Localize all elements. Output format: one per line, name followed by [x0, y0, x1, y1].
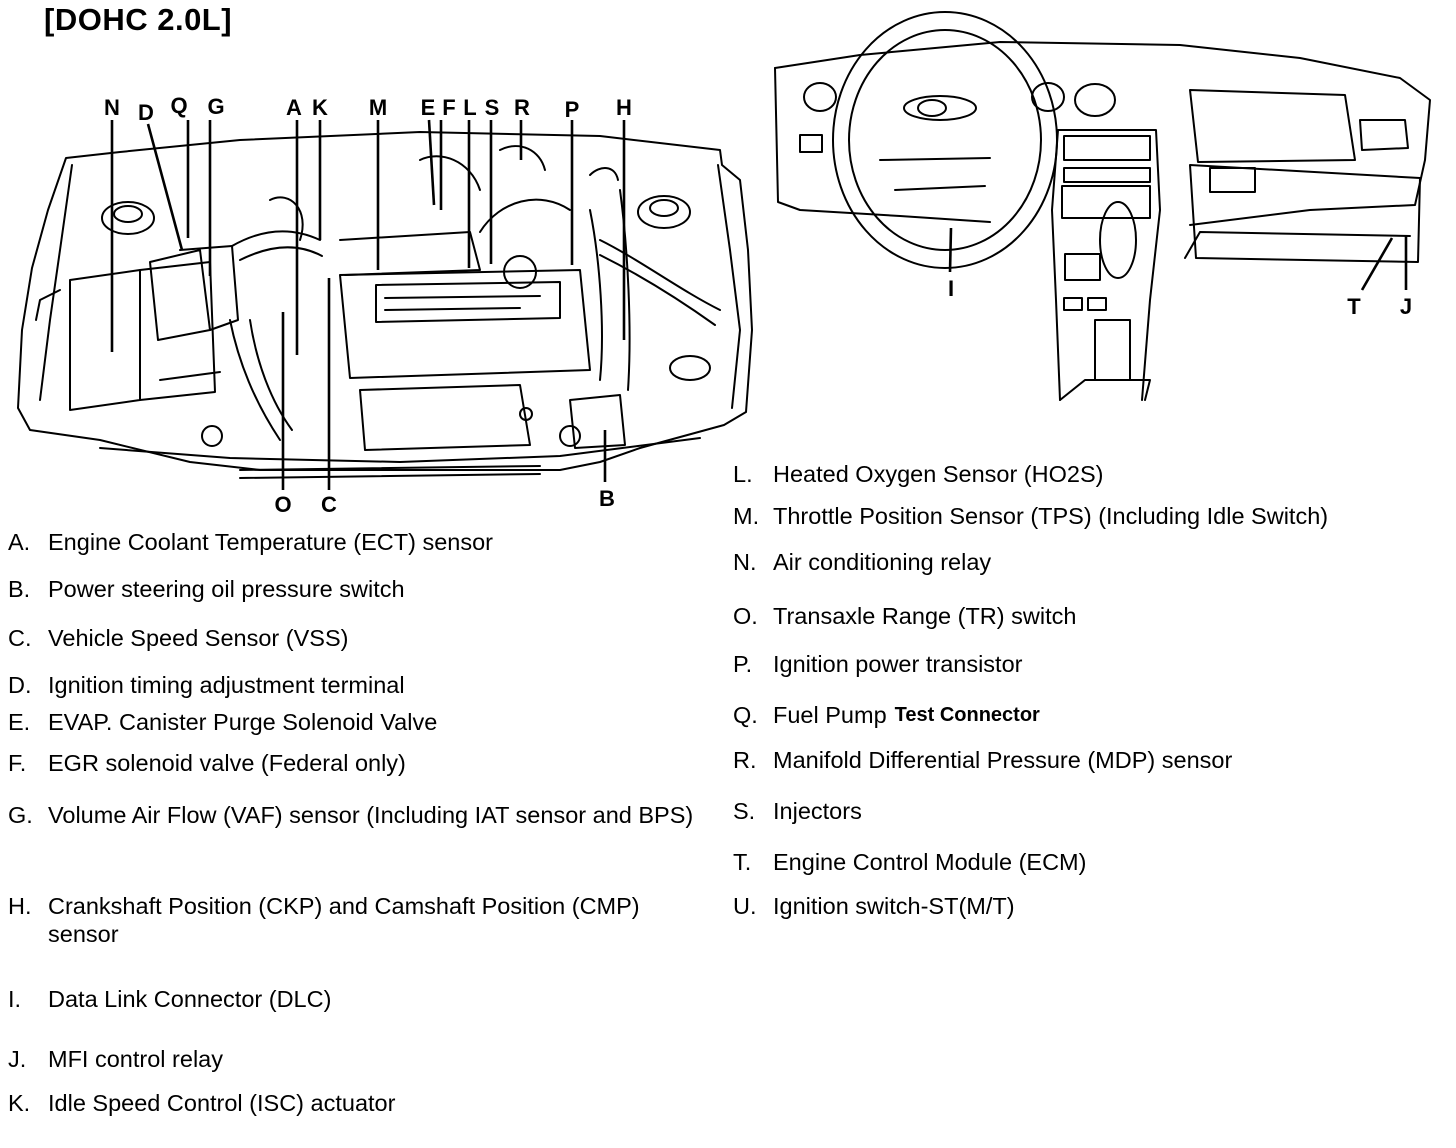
callout-t: T: [1347, 294, 1361, 319]
callout-g: G: [207, 94, 225, 119]
legend-key: K.: [8, 1090, 31, 1116]
legend-item-i: I. Data Link Connector (DLC): [8, 985, 331, 1013]
legend-item-e: E. EVAP. Canister Purge Solenoid Valve: [8, 708, 437, 736]
callout-l: L: [463, 95, 477, 120]
callout-e: E: [420, 95, 436, 120]
legend-text: Volume Air Flow (VAF) sensor (Including …: [48, 802, 694, 828]
legend-key: M.: [733, 503, 760, 529]
legend-item-s: S. Injectors: [733, 797, 862, 825]
legend-item-p: P. Ignition power transistor: [733, 650, 1022, 678]
legend-item-m: M. Throttle Position Sensor (TPS) (Inclu…: [733, 502, 1328, 530]
legend-key: E.: [8, 709, 31, 735]
callout-b: B: [599, 486, 615, 511]
callout-a: A: [286, 95, 302, 120]
legend-text: Fuel Pump: [773, 702, 887, 728]
callout-d: D: [138, 100, 154, 125]
legend-text: Engine Coolant Temperature (ECT) sensor: [48, 529, 493, 555]
dashboard-leader-lines: [948, 227, 1408, 291]
legend-key: I.: [8, 986, 22, 1012]
legend-text: Power steering oil pressure switch: [48, 576, 405, 602]
legend-key: N.: [733, 549, 757, 575]
engine-bay-drawing: [17, 131, 753, 479]
legend-item-d: D. Ignition timing adjustment terminal: [8, 671, 405, 699]
legend-item-l: L. Heated Oxygen Sensor (HO2S): [733, 460, 1103, 488]
legend-text: Throttle Position Sensor (TPS) (Includin…: [773, 503, 1329, 529]
callout-n: N: [104, 95, 120, 120]
callout-k: K: [312, 95, 328, 120]
legend-item-k: K. Idle Speed Control (ISC) actuator: [8, 1089, 395, 1117]
legend-item-j: J. MFI control relay: [8, 1045, 223, 1073]
legend-key: L.: [733, 461, 753, 487]
legend-key: G.: [8, 802, 33, 828]
legend-key: P.: [733, 651, 753, 677]
callout-m: M: [368, 95, 388, 120]
legend-item-b: B. Power steering oil pressure switch: [8, 575, 405, 603]
legend-key: H.: [8, 893, 32, 919]
callout-c: C: [321, 492, 337, 517]
legend-key: O.: [733, 603, 758, 629]
legend-text: Engine Control Module (ECM): [773, 849, 1087, 875]
legend-key: R.: [733, 747, 757, 773]
legend-item-g: G. Volume Air Flow (VAF) sensor (Includi…: [8, 801, 698, 829]
legend-text: Ignition switch-ST(M/T): [773, 893, 1015, 919]
legend-item-o: O. Transaxle Range (TR) switch: [733, 602, 1076, 630]
callout-q: Q: [170, 93, 188, 118]
legend-text: Crankshaft Position (CKP) and Camshaft P…: [48, 893, 640, 948]
legend-text: Data Link Connector (DLC): [48, 986, 332, 1012]
legend-item-c: C. Vehicle Speed Sensor (VSS): [8, 624, 348, 652]
legend-text: EGR solenoid valve (Federal only): [48, 750, 406, 776]
callout-h: H: [616, 95, 632, 120]
legend-item-h: H. Crankshaft Position (CKP) and Camshaf…: [8, 892, 668, 948]
legend-key: J.: [8, 1046, 27, 1072]
legend-text: Injectors: [773, 798, 862, 824]
legend-key: U.: [733, 893, 757, 919]
legend-key: F.: [8, 750, 27, 776]
callout-p: P: [564, 97, 580, 122]
engine-leader-lines: [110, 119, 626, 490]
legend-text-bold: Test Connector: [894, 704, 1040, 726]
legend-text: MFI control relay: [48, 1046, 223, 1072]
legend-item-u: U. Ignition switch-ST(M/T): [733, 892, 1015, 920]
legend-key: C.: [8, 625, 32, 651]
callout-i: I: [947, 276, 955, 301]
legend-key: A.: [8, 529, 31, 555]
legend-text: Idle Speed Control (ISC) actuator: [48, 1090, 396, 1116]
legend-item-r: R. Manifold Differential Pressure (MDP) …: [733, 746, 1232, 774]
legend-text: Manifold Differential Pressure (MDP) sen…: [773, 747, 1233, 773]
legend-text: Ignition timing adjustment terminal: [48, 672, 405, 698]
legend-text: Transaxle Range (TR) switch: [773, 603, 1077, 629]
dashboard-drawing: [774, 11, 1431, 401]
callout-o: O: [274, 492, 292, 517]
legend-item-t: T. Engine Control Module (ECM): [733, 848, 1086, 876]
diagram-title: [DOHC 2.0L]: [44, 2, 233, 37]
callout-f: F: [442, 95, 456, 120]
legend-item-f: F. EGR solenoid valve (Federal only): [8, 749, 406, 777]
legend-key: D.: [8, 672, 32, 698]
legend-item-q: Q. Fuel Pump Test Connector: [733, 701, 1040, 729]
legend-text: EVAP. Canister Purge Solenoid Valve: [48, 709, 438, 735]
legend-text: Ignition power transistor: [773, 651, 1023, 677]
callout-j: J: [1399, 294, 1413, 319]
callout-r: R: [514, 95, 530, 120]
legend-key: S.: [733, 798, 756, 824]
legend-item-a: A. Engine Coolant Temperature (ECT) sens…: [8, 528, 493, 556]
legend-text: Heated Oxygen Sensor (HO2S): [773, 461, 1104, 487]
legend-item-n: N. Air conditioning relay: [733, 548, 991, 576]
legend-text: Vehicle Speed Sensor (VSS): [48, 625, 349, 651]
callout-s: S: [484, 95, 500, 120]
legend-text: Air conditioning relay: [773, 549, 992, 575]
legend-key: Q.: [733, 702, 758, 728]
legend-key: B.: [8, 576, 31, 602]
legend-key: T.: [733, 849, 752, 875]
